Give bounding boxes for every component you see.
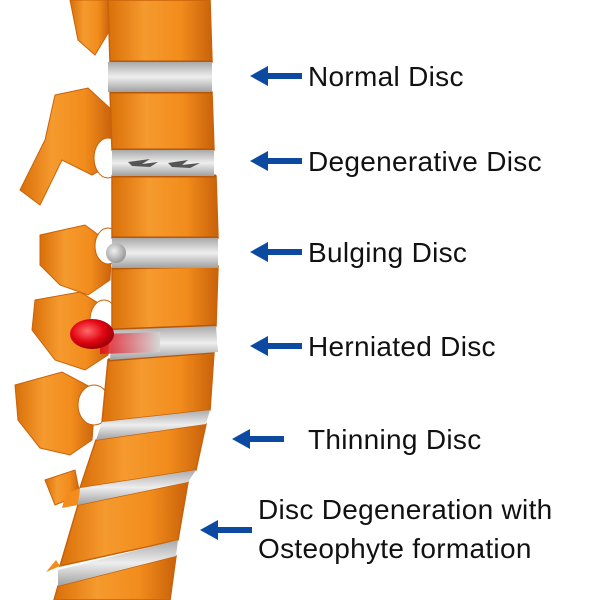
degeneration-cracks	[128, 159, 200, 168]
herniation-nucleus	[70, 319, 114, 349]
herniation-tail	[100, 332, 160, 354]
intervertebral-discs	[46, 62, 218, 586]
arrow-left-icon	[250, 336, 302, 356]
label-osteophyte-line1: Disc Degeneration with	[258, 494, 553, 525]
arrow-left-icon	[250, 151, 302, 171]
osteophyte-disc	[78, 470, 196, 505]
arrow-left-icon	[232, 429, 284, 449]
vertebral-bodies	[53, 0, 219, 600]
osteophyte-spur-lower	[46, 560, 60, 572]
arrow-left-icon	[250, 242, 302, 262]
arrow-left-icon	[250, 66, 302, 86]
disc-bulge	[106, 243, 126, 263]
label-thinning-disc: Thinning Disc	[308, 424, 482, 455]
arrow-left-icon	[200, 520, 252, 540]
label-degenerative-disc: Degenerative Disc	[308, 146, 542, 177]
osteophyte-spur	[62, 488, 80, 508]
bulging-disc	[112, 238, 218, 268]
thinning-disc	[96, 410, 210, 440]
label-normal-disc: Normal Disc	[308, 61, 464, 92]
normal-disc	[108, 62, 212, 92]
degenerative-disc	[112, 150, 214, 176]
label-bulging-disc: Bulging Disc	[308, 237, 468, 268]
label-herniated-disc: Herniated Disc	[308, 331, 496, 362]
label-osteophyte-line2: Osteophyte formation	[258, 533, 532, 564]
